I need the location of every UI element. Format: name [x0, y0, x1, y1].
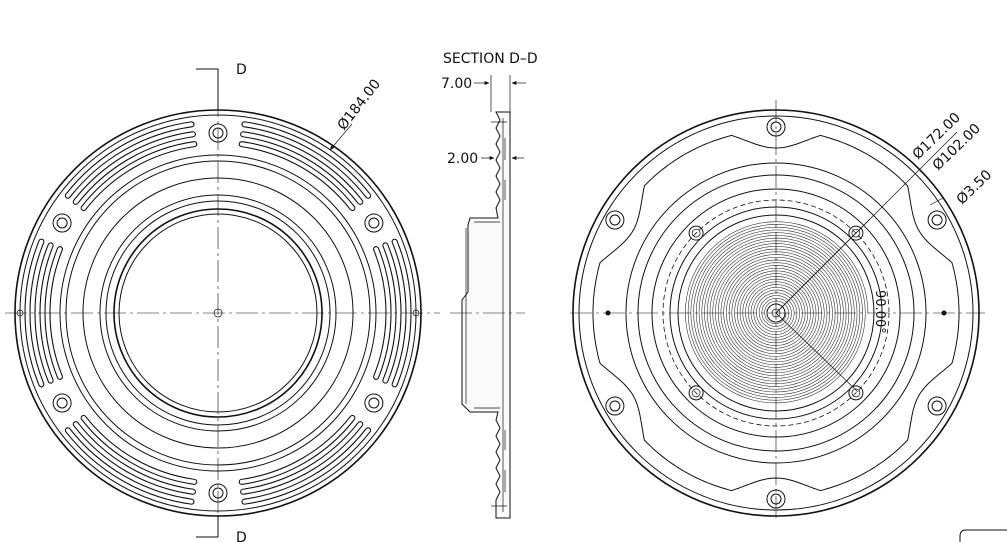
mount-boss: [364, 393, 384, 413]
rear-mount-hole: [609, 214, 621, 226]
inner-hole-boss: [848, 225, 864, 241]
vent-slot: [72, 421, 196, 495]
inner-hole: [851, 388, 861, 398]
vent-slot: [64, 121, 195, 199]
vent-slot: [241, 427, 372, 505]
vent-slot: [382, 242, 402, 384]
rear-mount-boss: [605, 210, 625, 230]
vent-slot: [391, 238, 412, 388]
inner-hole-boss: [688, 225, 704, 241]
front-view: D D Ø184.00: [5, 62, 440, 542]
vent-slot: [238, 414, 356, 485]
inner-hole: [691, 388, 701, 398]
vent-slot: [373, 246, 392, 380]
vent-slot: [34, 242, 54, 384]
thickness-label: 7.00: [441, 76, 472, 92]
vent-slot: [240, 421, 364, 495]
vent-slots: [24, 121, 412, 505]
mount-hole: [56, 217, 68, 229]
outer-diameter-label: Ø184.00: [335, 76, 385, 133]
inner-hole: [691, 228, 701, 238]
rear-view: Ø172.00 Ø102.00 Ø3.50 90.00°: [570, 100, 995, 522]
section-marker-top: D: [236, 62, 247, 78]
rear-mount-hole: [931, 214, 943, 226]
rear-mount-boss: [605, 396, 625, 416]
vent-slot: [24, 238, 45, 388]
section-view: SECTION D–D 7.00 2.00: [441, 51, 538, 519]
wall-label: 2.00: [447, 151, 478, 167]
hole-diameter-label: Ø3.50: [954, 167, 995, 208]
rear-mount-boss: [927, 210, 947, 230]
section-title: SECTION D–D: [443, 51, 538, 67]
rear-mount-hole: [609, 400, 621, 412]
mount-boss: [364, 213, 384, 233]
vent-slot: [80, 414, 198, 485]
mount-hole: [368, 217, 380, 229]
angle-label: 90.00°: [872, 290, 887, 334]
vent-slot: [64, 427, 195, 505]
mount-hole: [56, 397, 68, 409]
inner-holes: [688, 225, 864, 401]
mount-boss: [52, 393, 72, 413]
inner-hole: [851, 228, 861, 238]
vent-slot: [72, 131, 196, 205]
rear-mount-boss: [927, 396, 947, 416]
vent-slot: [80, 141, 198, 212]
inner-hole-boss: [848, 385, 864, 401]
vent-slot: [238, 141, 356, 212]
mount-hole: [368, 397, 380, 409]
mount-boss: [52, 213, 72, 233]
inner-hole-boss: [688, 385, 704, 401]
section-marker-bottom: D: [236, 530, 247, 542]
mounting-holes: [605, 117, 947, 509]
frame-corner: [959, 529, 1007, 542]
vent-slot: [241, 121, 372, 199]
rear-mount-hole: [931, 400, 943, 412]
vent-slot: [240, 131, 364, 205]
